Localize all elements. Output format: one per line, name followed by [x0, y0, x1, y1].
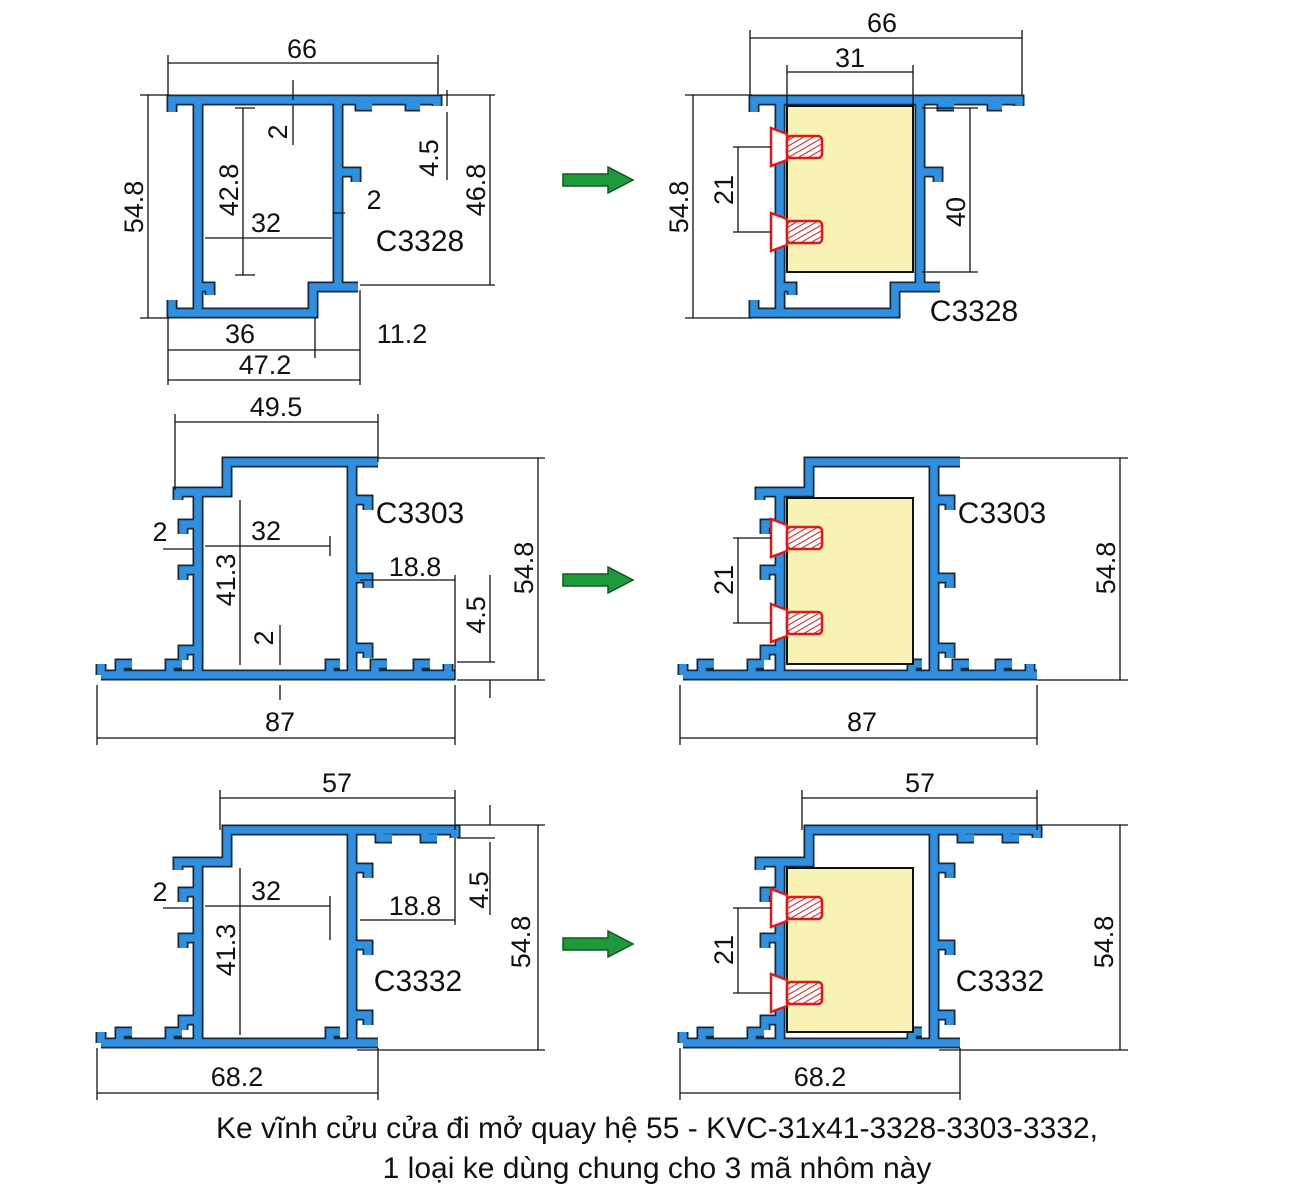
- dim-total-width: 68.2: [211, 1062, 264, 1092]
- corner-bracket-block: [786, 867, 914, 1033]
- dim-block-width: 31: [835, 43, 865, 73]
- dimension-lines-row1-left: 66 54.8 42.8 2 32 2 4.5 46.8 36 11.2 47.…: [119, 34, 495, 385]
- dim-bottom-left: 36: [225, 319, 255, 349]
- profile-code-label: C3303: [958, 497, 1046, 530]
- screw-pair: [769, 887, 824, 1014]
- dim-inner-height: 42.8: [214, 164, 244, 217]
- caption-line-1: Ke vĩnh cửu cửa đi mở quay hệ 55 - KVC-3…: [216, 1112, 1098, 1145]
- profile-code-label: C3328: [930, 295, 1018, 328]
- dimension-lines-row2-right: [679, 457, 1128, 745]
- dim-offset: 18.8: [389, 552, 442, 582]
- profile-code-label: C3328: [376, 225, 464, 258]
- dim-inner-width: 32: [251, 516, 281, 546]
- dim-wall-right: 2: [366, 185, 381, 215]
- dim-width: 66: [867, 8, 897, 38]
- dim-screw-spacing: 21: [709, 565, 739, 595]
- profile-code-label: C3332: [374, 965, 462, 998]
- dim-height: 54.8: [1091, 542, 1121, 595]
- profile-code-label: C3303: [376, 497, 464, 530]
- corner-bracket-block: [786, 105, 914, 273]
- dim-wall-top: 2: [263, 124, 293, 139]
- dimension-lines-row3-left: [96, 790, 545, 1100]
- dimension-lines-row2-left: [96, 414, 545, 745]
- corner-bracket-block: [786, 497, 914, 665]
- dim-total-width: 68.2: [794, 1062, 847, 1092]
- profile-c3328-section: [172, 100, 437, 313]
- arrow-right-icon: [562, 565, 635, 595]
- screw-pair: [769, 517, 824, 644]
- dim-right-height: 46.8: [461, 164, 491, 217]
- arrow-right-icon: [562, 929, 635, 959]
- dim-wall-bottom: 2: [249, 630, 279, 645]
- arrow-right-icon: [562, 165, 635, 195]
- dim-screw-spacing: 21: [709, 935, 739, 965]
- dimension-lines-row1-right: [685, 30, 1023, 319]
- dim-top-width: 49.5: [250, 392, 303, 422]
- screw-pair: [769, 126, 824, 253]
- dim-inner-width: 32: [251, 208, 281, 238]
- dim-top-width: 57: [322, 768, 352, 798]
- dim-total-width: 87: [847, 707, 877, 737]
- dim-height: 54.8: [506, 916, 536, 969]
- dim-top-width: 57: [905, 768, 935, 798]
- dimension-lines-row3-right: [679, 790, 1128, 1100]
- dim-height: 54.8: [119, 181, 149, 234]
- dim-screw-spacing: 21: [709, 175, 739, 205]
- caption-line-2: 1 loại ke dùng chung cho 3 mã nhôm này: [383, 1152, 932, 1185]
- dim-bottom-total: 47.2: [239, 350, 292, 380]
- dim-wall-left: 2: [152, 877, 167, 907]
- dim-bottom-right: 11.2: [377, 319, 428, 349]
- profile-c3332-section: [101, 830, 455, 1043]
- dim-block-height: 40: [941, 197, 971, 227]
- dim-height: 54.8: [664, 181, 694, 234]
- dim-offset: 18.8: [389, 891, 442, 921]
- dim-lip: 4.5: [414, 139, 444, 177]
- dim-inner-height: 41.3: [211, 554, 241, 607]
- dim-lip: 4.5: [461, 596, 491, 634]
- profile-code-label: C3332: [956, 965, 1044, 998]
- dim-wall-left: 2: [152, 517, 167, 547]
- dim-height: 54.8: [509, 542, 539, 595]
- dim-inner-width: 32: [251, 876, 281, 906]
- dim-height: 54.8: [1089, 916, 1119, 969]
- dim-lip: 4.5: [464, 871, 494, 909]
- dim-width: 66: [287, 34, 317, 64]
- dim-total-width: 87: [265, 707, 295, 737]
- dim-inner-height: 41.3: [211, 924, 241, 977]
